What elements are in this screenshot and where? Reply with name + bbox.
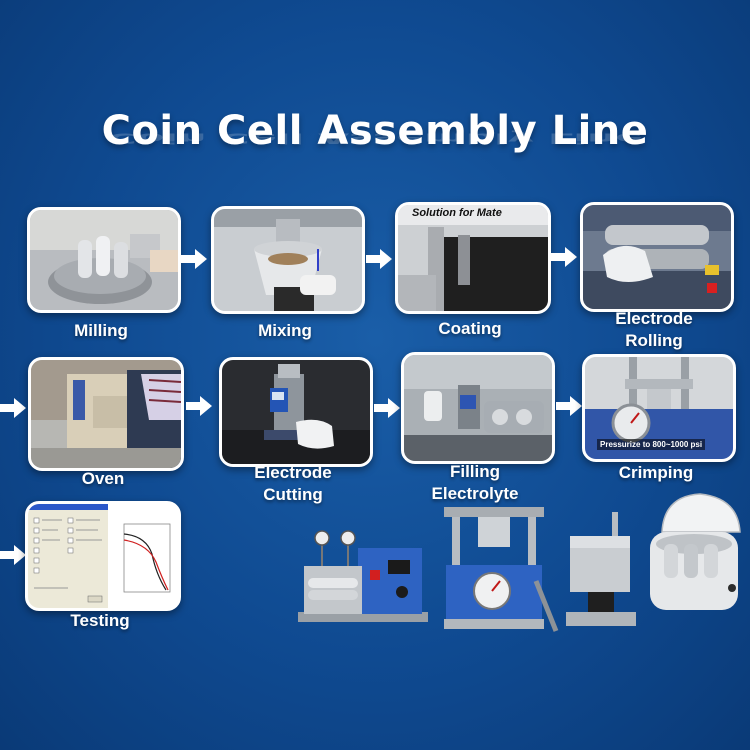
step-label-crimping: Crimping [618,463,694,482]
step-label-mixing: Mixing [258,321,312,340]
oven-photo [28,357,184,471]
arrow-right-icon [0,545,26,565]
arrow-right-icon [556,396,582,416]
step-label-filling-electrolyte: Filling Electrolyte [431,462,519,503]
crimping-machine-image [444,507,562,635]
ball-mill-image [640,492,744,616]
arrow-right-icon [181,249,207,269]
electrode-rolling-photo [580,202,734,312]
page-title: Coin Cell Assembly Line [101,108,649,154]
arrow-right-icon [374,398,400,418]
arrow-right-icon [186,396,212,416]
arrow-right-icon [366,249,392,269]
step-label-electrode-rolling: Electrode Rolling [615,309,693,350]
coating-banner-text: Solution for Mate [412,207,502,219]
step-label-coating: Coating [438,319,502,338]
step-label-oven: Oven [81,469,125,488]
step-label-electrode-cutting: Electrode Cutting [254,463,332,504]
filling-electrolyte-photo [401,352,555,464]
step-label-milling: Milling [74,321,128,340]
coating-photo: Solution for Mate [395,202,551,314]
electrode-cutting-photo [219,357,373,467]
disc-cutter-image [566,512,636,632]
step-label-testing: Testing [70,611,130,630]
rolling-machine-image [298,530,428,630]
crimping-caption: Pressurize to 800~1000 psi [597,439,706,450]
testing-photo [25,501,181,611]
milling-photo [27,207,181,313]
arrow-right-icon [0,398,26,418]
arrow-right-icon [551,247,577,267]
mixing-photo [211,206,365,314]
crimping-photo: Pressurize to 800~1000 psi [582,354,736,462]
